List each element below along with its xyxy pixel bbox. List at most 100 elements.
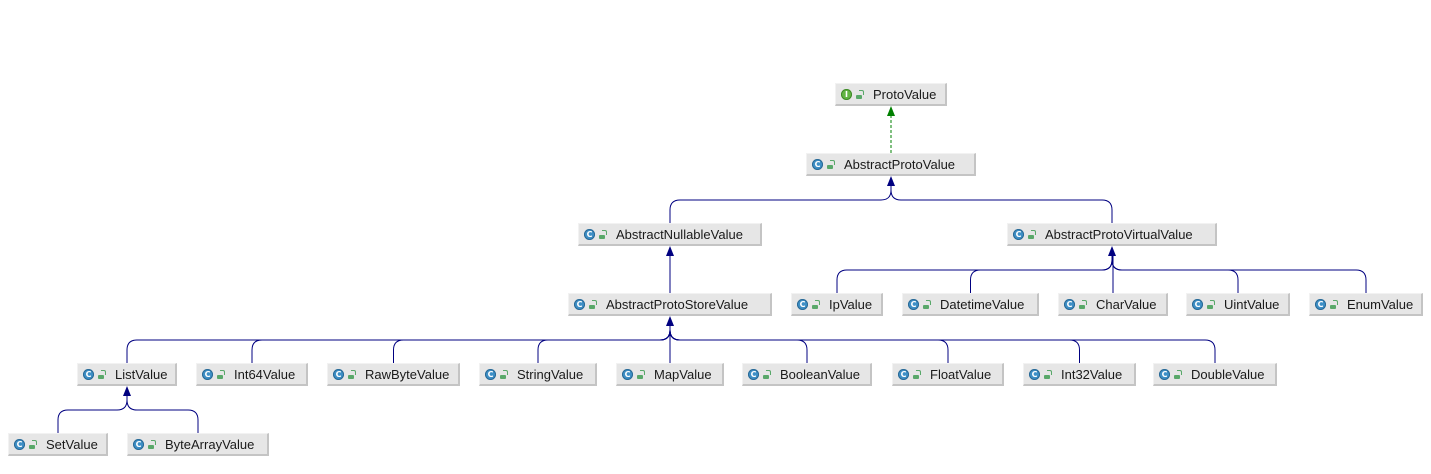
class-icon: C [133,438,144,450]
class-node-abstract-proto-virtual-value[interactable]: C AbstractProtoVirtualValue [1007,223,1217,246]
public-lock-icon [827,159,835,169]
node-label: DatetimeValue [940,296,1025,312]
extends-edge [669,324,1216,363]
node-label: ProtoValue [873,86,937,102]
extends-arrowhead [1108,246,1116,256]
node-label: FloatValue [930,366,992,382]
extends-edge [537,324,671,363]
public-lock-icon [1207,299,1215,309]
extends-edge [1111,254,1239,293]
class-node-byte-array-value[interactable]: C ByteArrayValue [127,433,269,456]
class-icon: C [83,368,94,380]
extends-edge [251,324,671,363]
class-node-int32-value[interactable]: C Int32Value [1023,363,1136,386]
public-lock-icon [29,439,37,449]
extends-arrowhead [666,316,674,326]
node-label: ListValue [115,366,168,382]
public-lock-icon [1079,299,1087,309]
class-node-int64-value[interactable]: C Int64Value [196,363,308,386]
public-lock-icon [599,229,607,239]
implements-arrowhead [887,106,895,116]
class-icon: C [1315,298,1326,310]
public-lock-icon [637,369,645,379]
extends-edge [669,184,892,223]
class-node-abstract-proto-value[interactable]: C AbstractProtoValue [806,153,976,176]
interface-icon: I [841,88,852,100]
class-icon: C [1192,298,1203,310]
class-node-map-value[interactable]: C MapValue [616,363,724,386]
class-icon: C [908,298,919,310]
public-lock-icon [1044,369,1052,379]
node-label: SetValue [46,436,98,452]
node-label: IpValue [829,296,873,312]
class-node-raw-byte-value[interactable]: C RawByteValue [327,363,460,386]
class-node-float-value[interactable]: C FloatValue [892,363,1004,386]
class-icon: C [14,438,25,450]
class-node-proto-value[interactable]: I ProtoValue [835,83,947,106]
node-label: EnumValue [1347,296,1414,312]
extends-arrowhead [666,246,674,256]
public-lock-icon [913,369,921,379]
node-label: AbstractNullableValue [616,226,743,242]
public-lock-icon [98,369,106,379]
extends-edge [669,324,1080,363]
class-icon: C [584,228,595,240]
node-label: AbstractProtoValue [844,156,956,172]
node-label: RawByteValue [365,366,450,382]
class-node-string-value[interactable]: C StringValue [479,363,597,386]
extends-edge [126,394,199,433]
class-icon: C [1159,368,1170,380]
node-label: StringValue [517,366,584,382]
public-lock-icon [148,439,156,449]
extends-edge [669,324,949,363]
class-node-double-value[interactable]: C DoubleValue [1153,363,1277,386]
class-node-uint-value[interactable]: C UintValue [1186,293,1290,316]
class-node-abstract-nullable-value[interactable]: C AbstractNullableValue [578,223,762,246]
node-label: DoubleValue [1191,366,1265,382]
node-label: MapValue [654,366,712,382]
node-label: UintValue [1224,296,1280,312]
class-icon: C [485,368,496,380]
class-icon: C [1029,368,1040,380]
class-icon: C [1013,228,1024,240]
class-icon: C [622,368,633,380]
extends-edge [126,324,671,363]
class-node-datetime-value[interactable]: C DatetimeValue [902,293,1039,316]
extends-edge [393,324,671,363]
extends-edge [1111,254,1367,293]
public-lock-icon [763,369,771,379]
extends-edge [890,184,1113,223]
public-lock-icon [923,299,931,309]
node-label: ByteArrayValue [165,436,255,452]
public-lock-icon [1330,299,1338,309]
public-lock-icon [348,369,356,379]
class-icon: C [1064,298,1075,310]
public-lock-icon [217,369,225,379]
extends-arrowhead [123,386,131,396]
class-node-boolean-value[interactable]: C BooleanValue [742,363,872,386]
public-lock-icon [589,299,597,309]
node-label: AbstractProtoStoreValue [606,296,749,312]
public-lock-icon [812,299,820,309]
public-lock-icon [1028,229,1036,239]
class-icon: C [898,368,909,380]
extends-arrowhead [887,176,895,186]
class-node-set-value[interactable]: C SetValue [8,433,108,456]
class-node-enum-value[interactable]: C EnumValue [1309,293,1423,316]
node-label: AbstractProtoVirtualValue [1045,226,1193,242]
node-label: BooleanValue [780,366,860,382]
public-lock-icon [500,369,508,379]
extends-edge [836,254,1113,293]
class-icon: C [202,368,213,380]
node-label: Int32Value [1061,366,1123,382]
class-icon: C [748,368,759,380]
extends-edge [669,324,808,363]
class-icon: C [812,158,823,170]
node-label: Int64Value [234,366,296,382]
class-node-list-value[interactable]: C ListValue [77,363,177,386]
class-icon: C [333,368,344,380]
